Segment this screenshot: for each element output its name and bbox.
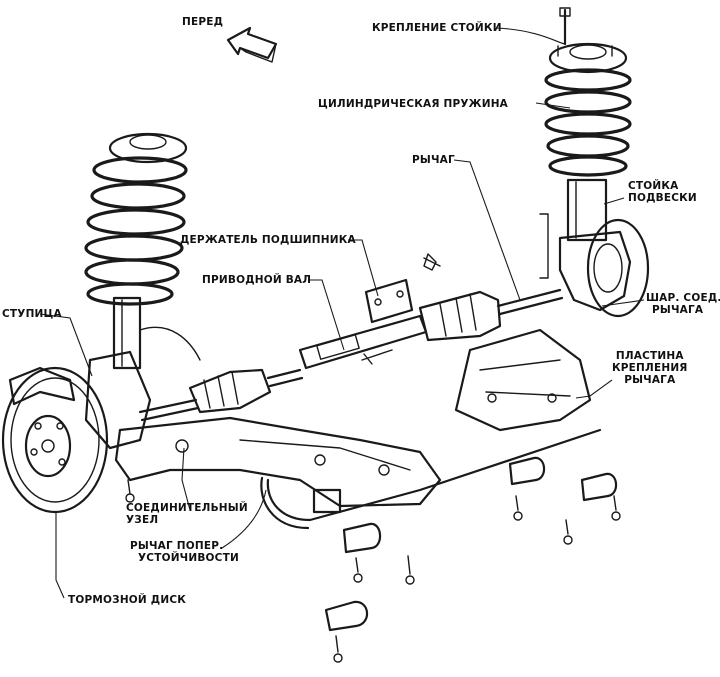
left-brake-disc [1,366,109,514]
arm-plate-label: ПЛАСТИНА КРЕПЛЕНИЯ РЫЧАГА [612,350,688,386]
front-label: ПЕРЕД [182,16,224,28]
right-strut-assembly [539,7,650,318]
strut-mount-label: КРЕПЛЕНИЕ СТОЙКИ [372,22,502,34]
front-arrow [226,26,278,63]
brake-disc-label: ТОРМОЗНОЙ ДИСК [68,594,187,606]
subframe [114,328,602,530]
clamps-and-bolts [125,456,621,663]
bearing-holder-label: ДЕРЖАТЕЛЬ ПОДШИПНИКА [180,234,356,246]
hub-label: СТУПИЦА [2,308,62,320]
connecting-node-label: СОЕДИНИТЕЛЬНЫЙ УЗЕЛ [126,502,248,526]
left-strut-assembly [84,132,201,450]
stabilizer-label-line1: РЫЧАГ ПОПЕР. [130,540,224,552]
drive-shafts [138,253,564,422]
leader-lines [39,27,645,599]
arm-plate-label-line1: ПЛАСТИНА [615,350,684,362]
strut-label: СТОЙКА ПОДВЕСКИ [628,180,697,204]
stabilizer-label: РЫЧАГ ПОПЕР. УСТОЙЧИВОСТИ [130,540,239,564]
arm-plate-label-line3: РЫЧАГА [624,374,676,386]
strut-label-line1: СТОЙКА [628,180,679,192]
strut-label-line2: ПОДВЕСКИ [628,192,697,204]
ball-joint-label-line2: РЫЧАГА [652,304,704,316]
coil-spring-label: ЦИЛИНДРИЧЕСКАЯ ПРУЖИНА [318,98,509,110]
drive-shaft-label: ПРИВОДНОЙ ВАЛ [202,274,312,286]
ball-joint-label: ШАР. СОЕД. РЫЧАГА [646,292,720,316]
arm-label: РЫЧАГ [412,154,455,166]
ball-joint-label-line1: ШАР. СОЕД. [646,292,720,304]
stabilizer-label-line2: УСТОЙЧИВОСТИ [138,552,239,564]
connecting-node-label-line1: СОЕДИНИТЕЛЬНЫЙ [126,502,248,514]
arm-plate-label-line2: КРЕПЛЕНИЯ [612,362,688,374]
connecting-node-label-line2: УЗЕЛ [126,514,159,526]
